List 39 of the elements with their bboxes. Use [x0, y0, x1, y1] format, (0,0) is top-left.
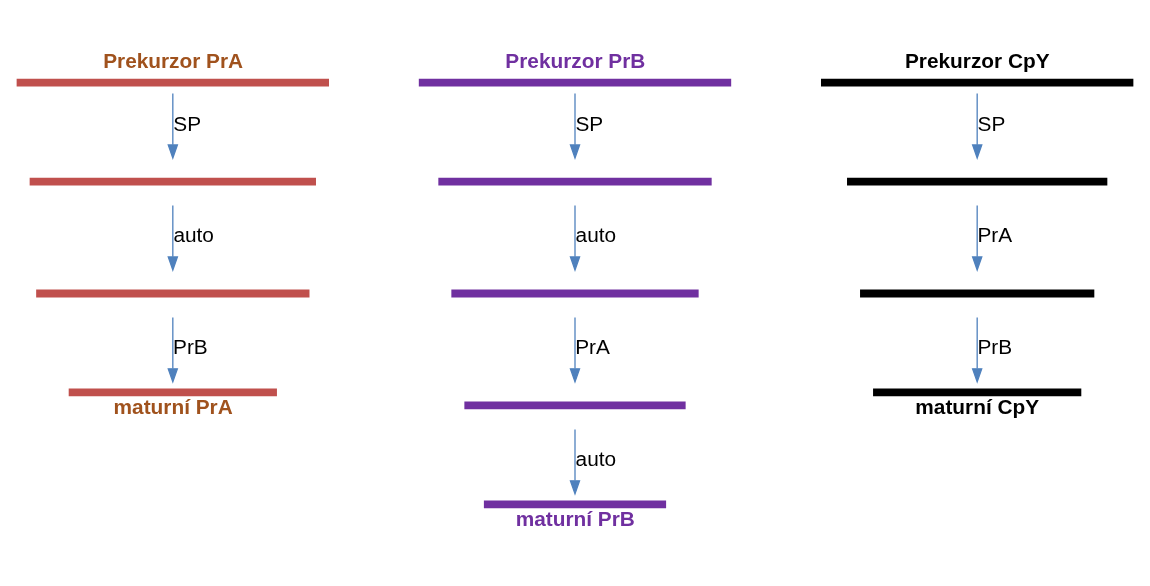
node-label: Prekurzor PrB [505, 48, 646, 72]
node-label: Prekurzor CpY [904, 48, 1050, 72]
arrow [971, 316, 983, 384]
edge-label: auto [575, 446, 617, 470]
node-bar [418, 78, 732, 87]
arrow [167, 316, 179, 384]
edge-label: PrB [977, 334, 1013, 358]
arrow [971, 92, 983, 160]
arrow [971, 204, 983, 272]
edge-label: SP [977, 111, 1006, 135]
edge-label: PrA [977, 222, 1013, 246]
node-bar [821, 78, 1134, 87]
node-bar [68, 388, 277, 396]
node-bar [29, 177, 316, 185]
arrow [569, 428, 581, 496]
edge-label: SP [575, 111, 604, 135]
arrow [569, 316, 581, 384]
node-bar [873, 388, 1082, 396]
edge-label: auto [575, 222, 617, 246]
node-bar [438, 177, 712, 185]
node-label: maturní PrB [515, 506, 635, 530]
node-bar [16, 78, 329, 87]
edge-label: PrB [173, 334, 208, 358]
arrow [167, 204, 179, 272]
edge-label: SP [173, 111, 202, 135]
node-label: maturní CpY [915, 394, 1040, 418]
node-bar [464, 401, 686, 409]
arrow [569, 204, 581, 272]
node-bar [860, 289, 1095, 297]
node-bar [36, 289, 310, 297]
edge-label: PrA [575, 334, 610, 358]
arrow [569, 92, 581, 160]
node-bar [451, 289, 699, 297]
arrow [167, 92, 179, 160]
node-label: maturní PrA [113, 394, 233, 418]
node-bar [483, 499, 667, 508]
edge-label: auto [173, 222, 214, 246]
node-label: Prekurzor PrA [103, 48, 244, 72]
node-bar [847, 177, 1108, 185]
